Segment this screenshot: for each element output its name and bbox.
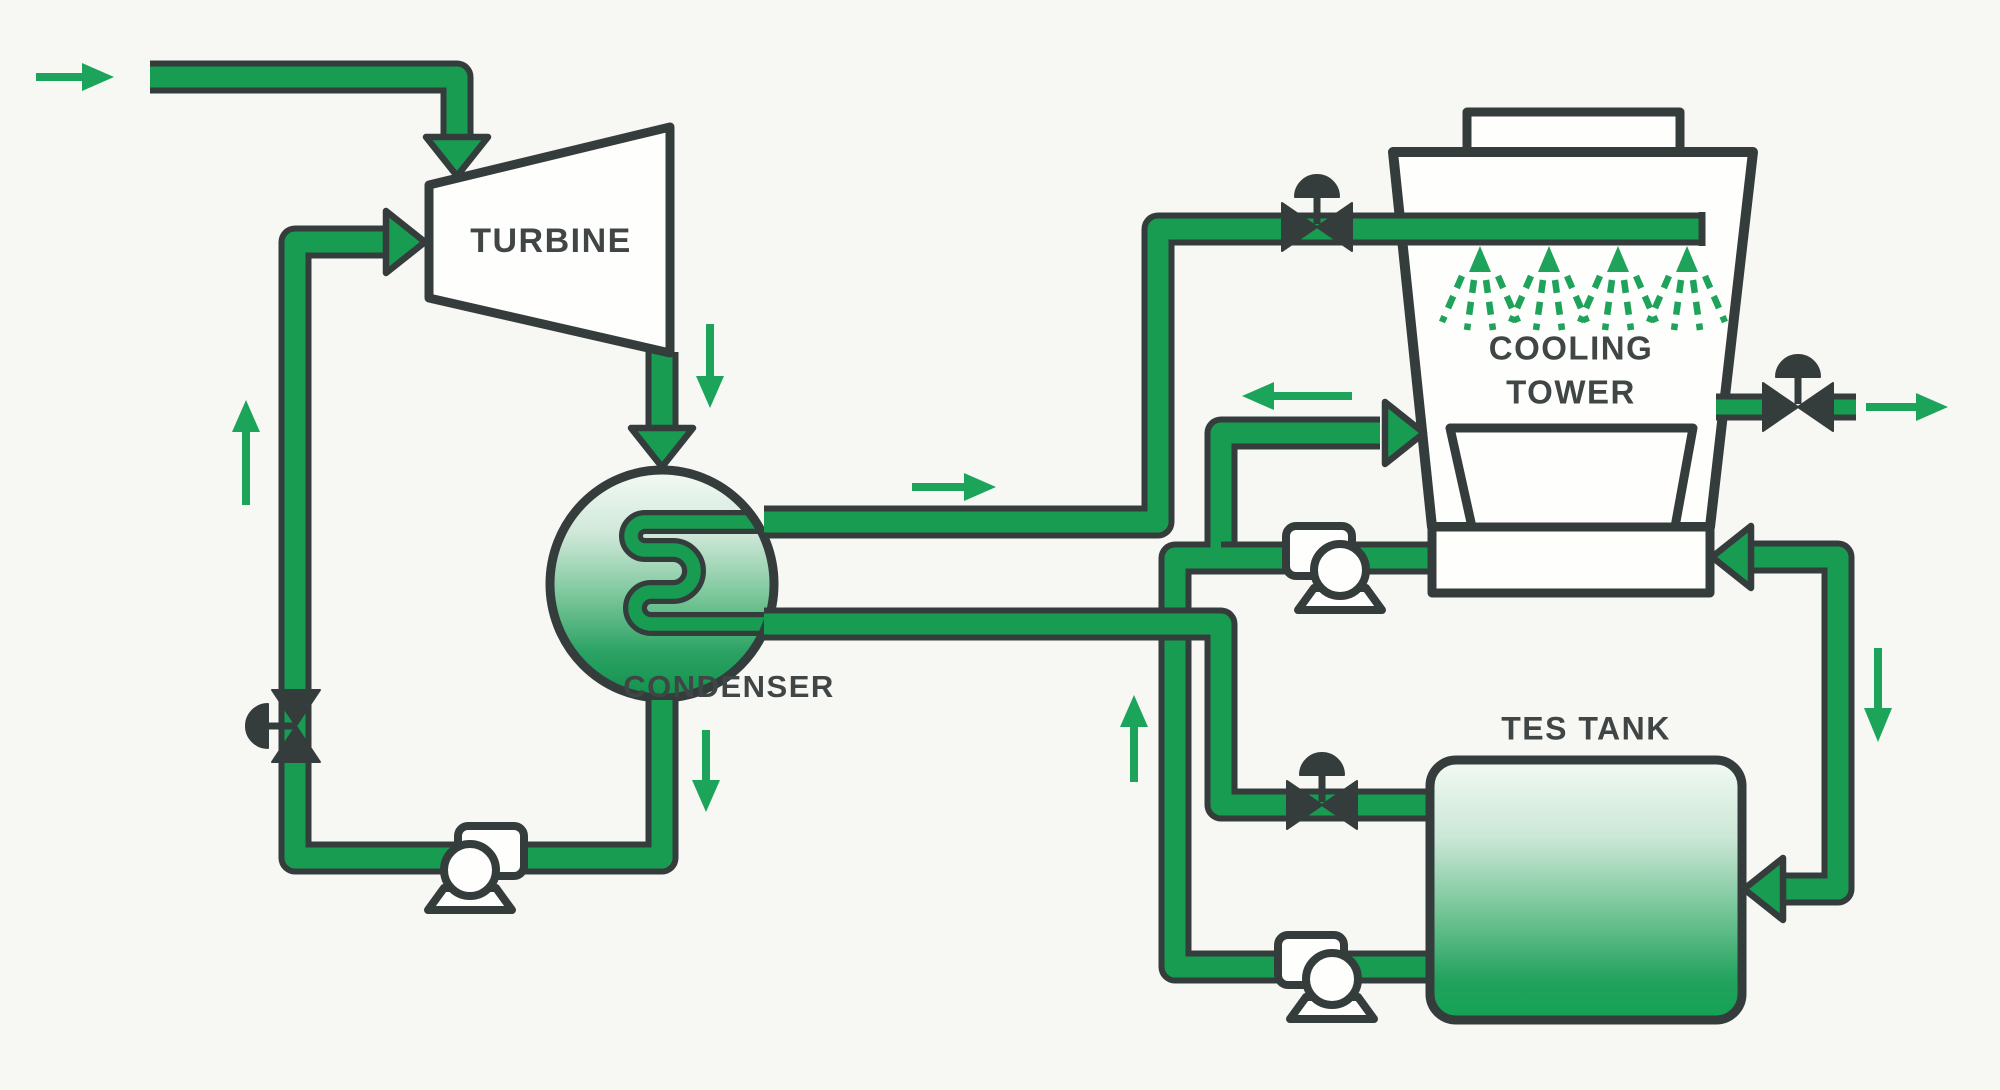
spray-nozzles <box>1439 246 1728 331</box>
tes-charge-valve <box>1286 752 1358 830</box>
turbine-inlet-top-arrow <box>422 133 492 180</box>
tes-charge-pipe <box>764 607 1428 822</box>
condensate-loop-pipe <box>278 225 679 875</box>
cooling-tower-label-line2: TOWER <box>1506 374 1636 411</box>
spray-nozzle <box>1439 246 1521 331</box>
turbine-label: TURBINE <box>470 222 632 260</box>
condensate-down-arrow <box>692 730 720 812</box>
cooling-tower-label-line1: COOLING <box>1489 330 1654 367</box>
fan-deck <box>1462 107 1685 157</box>
tower-mid-inlet-pipe <box>1158 416 1428 984</box>
valve-actuator-dome <box>245 703 269 749</box>
valve-actuator-dome <box>1299 752 1345 776</box>
exhaust-flow-arrow <box>696 324 724 408</box>
tower-mid-inlet-arrow <box>1381 398 1428 468</box>
condensate-valve <box>245 689 321 763</box>
condenser <box>545 465 779 703</box>
turbine-inlet-side-arrow <box>382 207 429 277</box>
blowdown-outlet-arrow <box>1866 393 1948 421</box>
condensate-up-arrow <box>232 400 260 505</box>
valve-actuator-dome <box>1775 354 1821 378</box>
tes-tank-label: TES TANK <box>1501 710 1671 746</box>
steam-inlet-arrow <box>36 63 114 91</box>
tower-inlet-valve <box>1281 174 1353 252</box>
hot-water-flow-arrow <box>912 473 996 501</box>
spray-nozzle <box>1508 246 1590 331</box>
condenser-coil <box>619 510 770 636</box>
turbine <box>424 122 675 358</box>
basin-to-tank-down-arrow <box>1864 648 1892 742</box>
tes-discharge-pump <box>1274 931 1378 1023</box>
pump-impeller <box>440 840 500 900</box>
steam-inlet-pipe <box>150 60 474 139</box>
condenser-label: CONDENSER <box>623 669 835 704</box>
basin-return-pipe <box>1750 540 1855 906</box>
hot-water-riser-pipe <box>764 212 1706 539</box>
condensate-pump <box>424 822 528 914</box>
cooling-tower <box>1388 107 1758 598</box>
return-up-arrow <box>1120 695 1148 782</box>
tower-basin <box>1427 522 1715 598</box>
basin-inlet-arrow <box>1708 522 1755 592</box>
spray-nozzle <box>1577 246 1659 331</box>
spray-nozzle <box>1646 246 1728 331</box>
tower-fill <box>1445 423 1698 532</box>
pump-impeller <box>1302 949 1362 1009</box>
basin-supply-pump <box>1282 522 1386 614</box>
tank-inlet-arrow <box>1740 854 1787 924</box>
blowdown-valve <box>1762 354 1834 432</box>
condenser-inlet-arrow <box>627 424 697 471</box>
valve-actuator-dome <box>1294 174 1340 198</box>
pump-impeller <box>1310 540 1370 600</box>
tes-tank <box>1425 755 1747 1025</box>
tower-return-left-arrow <box>1242 382 1352 410</box>
